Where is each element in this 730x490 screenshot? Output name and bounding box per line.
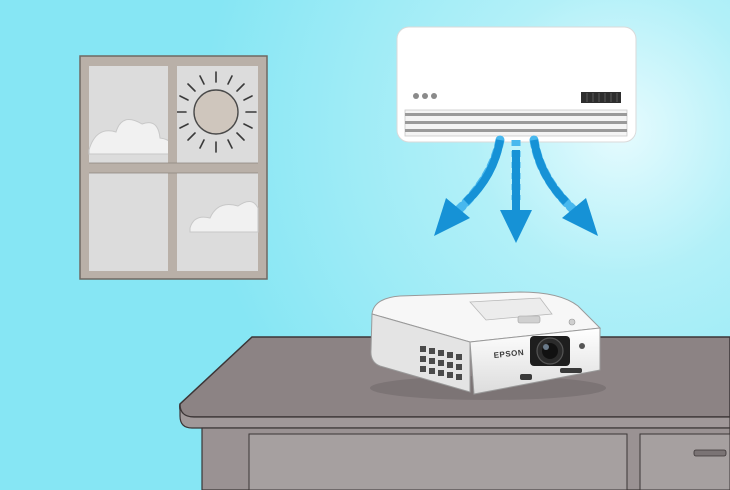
projector-vent [420,346,462,380]
air-conditioner [396,26,637,143]
projector-lens [530,336,570,366]
projector: EPSON [370,291,606,400]
window [79,55,268,280]
arrow-down-left-icon [434,135,505,236]
ac-vents [404,109,628,137]
sun-icon [175,71,257,153]
projector-badge-icon [579,343,585,349]
arrow-down-right-icon [529,135,598,236]
ac-display [581,92,621,103]
airflow-arrows [434,135,598,243]
indicator-lights [413,93,437,99]
arrow-down-icon [500,140,532,243]
cloud-right [189,201,259,233]
projector-brand-label: EPSON [493,348,524,360]
